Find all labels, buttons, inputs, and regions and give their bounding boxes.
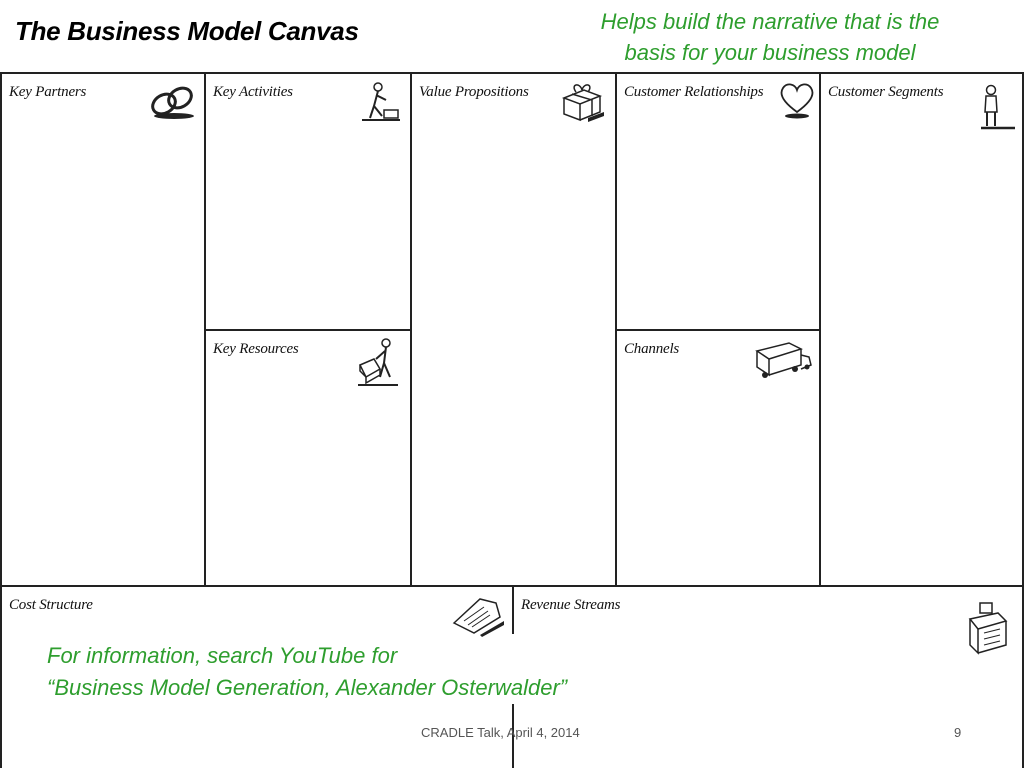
footer-text: CRADLE Talk, April 4, 2014 xyxy=(421,725,580,740)
slide-title: The Business Model Canvas xyxy=(15,16,359,46)
gift-icon xyxy=(561,84,604,122)
value-propositions-label: Value Propositions xyxy=(419,84,529,100)
cost-structure-label: Cost Structure xyxy=(9,597,93,613)
customer-relationships-block: Customer Relationships xyxy=(615,72,821,331)
info-line-2: “Business Model Generation, Alexander Os… xyxy=(47,675,568,700)
page-number: 9 xyxy=(954,725,962,740)
chain-link-icon xyxy=(151,86,194,119)
delivery-truck-icon xyxy=(755,342,812,378)
cost-structure-block: Cost Structure xyxy=(0,585,514,768)
worker-with-boxes-icon xyxy=(358,338,398,386)
price-tag-icon xyxy=(452,598,504,637)
key-partners-label: Key Partners xyxy=(9,84,87,100)
channels-block: Channels xyxy=(615,329,821,587)
info-line-1: For information, search YouTube for xyxy=(47,643,398,668)
key-activities-label: Key Activities xyxy=(213,84,293,100)
revenue-streams-label: Revenue Streams xyxy=(521,597,621,613)
key-activities-block: Key Activities xyxy=(204,72,412,331)
cash-register-icon xyxy=(968,602,1008,655)
key-resources-label: Key Resources xyxy=(213,341,299,357)
slide-subtitle: Helps build the narrative that is the ba… xyxy=(540,6,1000,68)
value-propositions-block: Value Propositions xyxy=(410,72,617,587)
customer-segments-label: Customer Segments xyxy=(828,84,944,100)
subtitle-line-1: Helps build the narrative that is the xyxy=(600,9,940,34)
key-resources-block: Key Resources xyxy=(204,329,412,587)
canvas-divider-gap xyxy=(511,634,515,704)
key-partners-block: Key Partners xyxy=(0,72,206,587)
revenue-streams-block: Revenue Streams xyxy=(512,585,1024,768)
business-model-canvas: Key Partners Key Activities Key Resource… xyxy=(0,72,1024,768)
heart-icon xyxy=(780,83,814,119)
subtitle-line-2: basis for your business model xyxy=(624,40,916,65)
worker-icon xyxy=(362,82,400,121)
customer-segments-block: Customer Segments xyxy=(819,72,1024,587)
channels-label: Channels xyxy=(624,341,680,357)
person-icon xyxy=(981,84,1015,130)
customer-relationships-label: Customer Relationships xyxy=(624,84,764,100)
youtube-info: For information, search YouTube for “Bus… xyxy=(47,640,567,704)
